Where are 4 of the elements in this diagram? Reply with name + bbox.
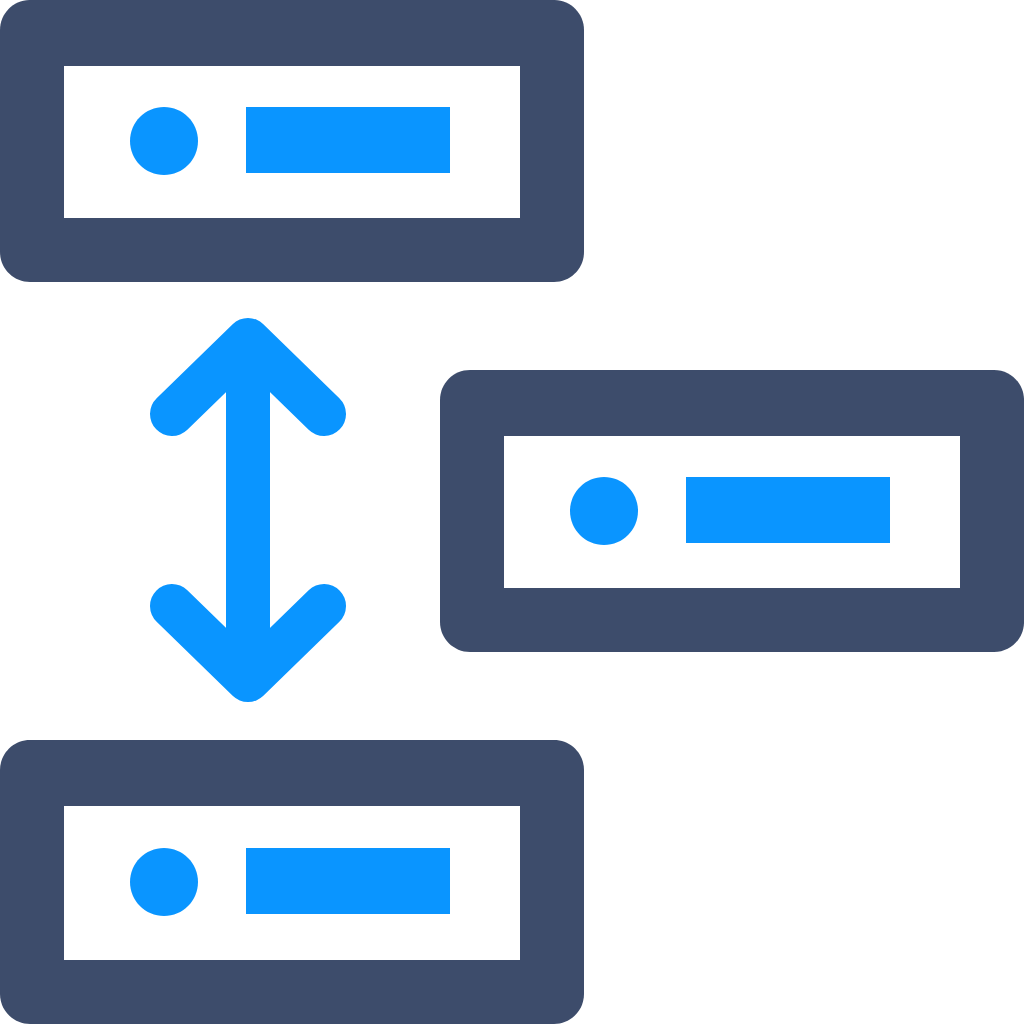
server-box [0,0,584,282]
server-box [440,370,1024,652]
server-box [0,740,584,1024]
double-arrow [150,318,346,702]
